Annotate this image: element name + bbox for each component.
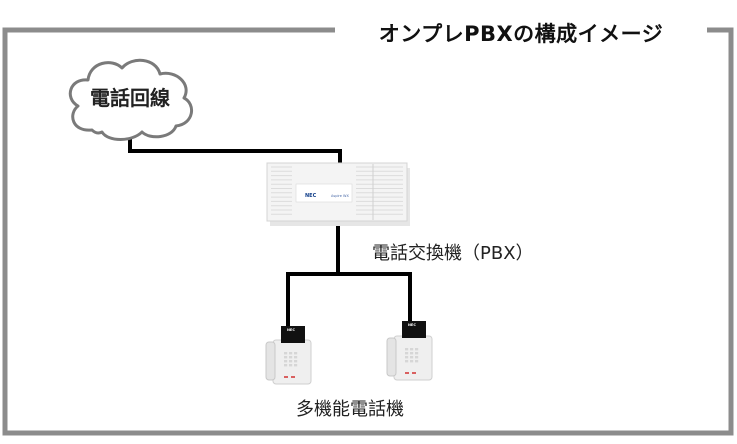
pbx-front-panel — [295, 183, 353, 203]
telephone-line-label: 電話回線 — [90, 86, 170, 110]
pbx-vent-slots — [271, 164, 403, 220]
keypad-key — [405, 356, 409, 359]
keypad-key — [415, 356, 419, 359]
cloud-icon — [68, 58, 193, 141]
keypad-key — [410, 348, 414, 351]
phone-right-keypad — [405, 348, 419, 363]
keypad-key — [405, 352, 409, 355]
phone-right-led-2 — [412, 372, 416, 374]
keypad-key — [405, 360, 409, 363]
keypad-key — [410, 356, 414, 359]
keypad-key — [415, 352, 419, 355]
phone-left-led-2 — [291, 376, 295, 378]
phone-left-display — [281, 326, 305, 343]
pbx-brand-text: NEC — [305, 193, 317, 199]
phone-right: NEC — [386, 321, 433, 381]
keypad-key — [294, 356, 298, 359]
keypad-key — [294, 360, 298, 363]
phone-left-brand: NEC — [287, 328, 295, 332]
keypad-key — [284, 364, 288, 367]
keypad-key — [289, 352, 293, 355]
keypad-key — [405, 348, 409, 351]
line-cloud-to-pbx — [128, 136, 342, 168]
pbx-label: 電話交換機（PBX） — [372, 243, 534, 264]
telephone-line-cloud — [68, 58, 193, 141]
phone-left-handset — [265, 341, 276, 381]
phone-left-keypad — [284, 352, 298, 367]
phone-left-led — [284, 376, 288, 378]
connection-lines — [128, 136, 412, 330]
keypad-key — [410, 360, 414, 363]
phone-right-handset — [386, 337, 397, 377]
pbx-model-text: Aspire WX — [331, 194, 350, 198]
pbx-unit: NEC Aspire WX — [266, 162, 410, 226]
keypad-key — [284, 352, 288, 355]
keypad-key — [284, 360, 288, 363]
keypad-key — [289, 360, 293, 363]
phone-right-display — [402, 321, 426, 338]
diagram-title: オンプレPBXの構成イメージ — [335, 18, 707, 50]
keypad-key — [294, 352, 298, 355]
keypad-key — [410, 352, 414, 355]
line-junction-to-phone-left — [286, 272, 412, 330]
phone-right-brand: NEC — [408, 323, 416, 327]
phone-left: NEC — [265, 326, 312, 385]
keypad-key — [284, 356, 288, 359]
phone-right-led — [405, 372, 409, 374]
keypad-key — [415, 348, 419, 351]
keypad-key — [294, 364, 298, 367]
keypad-key — [289, 356, 293, 359]
keypad-key — [415, 360, 419, 363]
phones-label: 多機能電話機 — [296, 399, 404, 420]
keypad-key — [289, 364, 293, 367]
